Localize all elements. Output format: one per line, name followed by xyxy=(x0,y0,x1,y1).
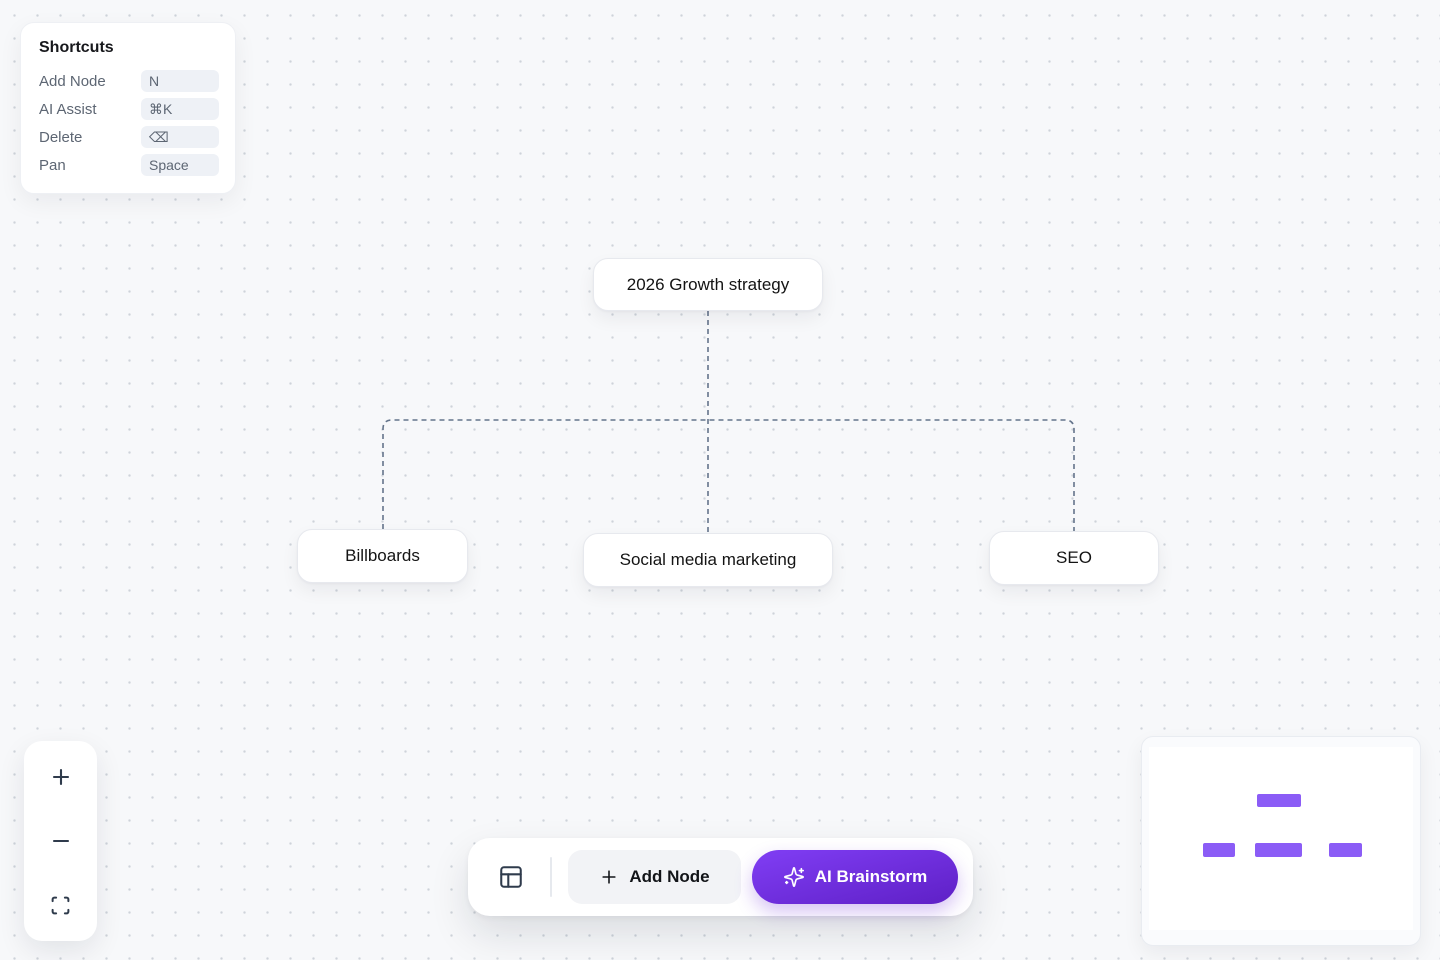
bottom-toolbar: Add Node AI Brainstorm xyxy=(468,838,973,916)
zoom-in-button[interactable] xyxy=(41,757,81,797)
toolbar-divider xyxy=(550,857,552,897)
node-label: SEO xyxy=(1056,548,1092,567)
minimap-node-root xyxy=(1257,794,1301,807)
node-label: Social media marketing xyxy=(619,550,797,569)
shortcuts-panel: Shortcuts Add Node N AI Assist ⌘K Delete… xyxy=(20,22,236,194)
shortcut-key-badge: ⌘K xyxy=(141,98,219,120)
shortcut-label: Delete xyxy=(39,128,83,146)
panels-layout-icon xyxy=(500,866,522,888)
shortcut-row-pan: Pan Space xyxy=(39,151,219,179)
minimap-viewport xyxy=(1149,747,1413,930)
shortcut-row-ai-assist: AI Assist ⌘K xyxy=(39,95,219,123)
node-label: 2026 Growth strategy xyxy=(626,274,790,294)
ai-brainstorm-button[interactable]: AI Brainstorm xyxy=(752,850,958,904)
plus-icon xyxy=(602,870,616,884)
add-node-button[interactable]: Add Node xyxy=(568,850,741,904)
shortcut-key-badge: N xyxy=(141,70,219,92)
ai-brainstorm-label: AI Brainstorm xyxy=(814,867,928,886)
node-2026-growth-strategy[interactable]: 2026 Growth strategy xyxy=(593,258,823,311)
sparkles-icon xyxy=(783,867,804,887)
shortcuts-title: Shortcuts xyxy=(39,39,114,56)
minimap-node-billboards xyxy=(1203,843,1235,857)
shortcut-label: AI Assist xyxy=(39,100,97,118)
shortcut-key-badge: Space xyxy=(141,154,219,176)
node-label: Billboards xyxy=(345,546,420,565)
connector-branch-line xyxy=(382,419,1075,531)
fit-view-button[interactable] xyxy=(41,885,81,925)
layout-button[interactable] xyxy=(488,857,534,897)
zoom-controls-panel xyxy=(24,741,97,941)
minimap-node-social xyxy=(1255,843,1302,857)
minus-icon xyxy=(52,839,69,843)
minimap-node-seo xyxy=(1329,843,1362,857)
node-social-media-marketing[interactable]: Social media marketing xyxy=(583,533,833,587)
node-billboards[interactable]: Billboards xyxy=(297,529,468,583)
shortcut-label: Pan xyxy=(39,156,66,174)
minimap[interactable] xyxy=(1141,736,1421,946)
add-node-label: Add Node xyxy=(629,867,710,886)
shortcut-row-add-node: Add Node N xyxy=(39,67,219,95)
plus-icon xyxy=(52,768,69,786)
fit-view-icon xyxy=(51,896,70,914)
node-seo[interactable]: SEO xyxy=(989,531,1159,585)
shortcut-label: Add Node xyxy=(39,72,106,90)
zoom-out-button[interactable] xyxy=(41,821,81,861)
shortcut-key-badge backspace-icon: ⌫ xyxy=(141,126,219,148)
shortcut-row-delete: Delete ⌫ xyxy=(39,123,219,151)
